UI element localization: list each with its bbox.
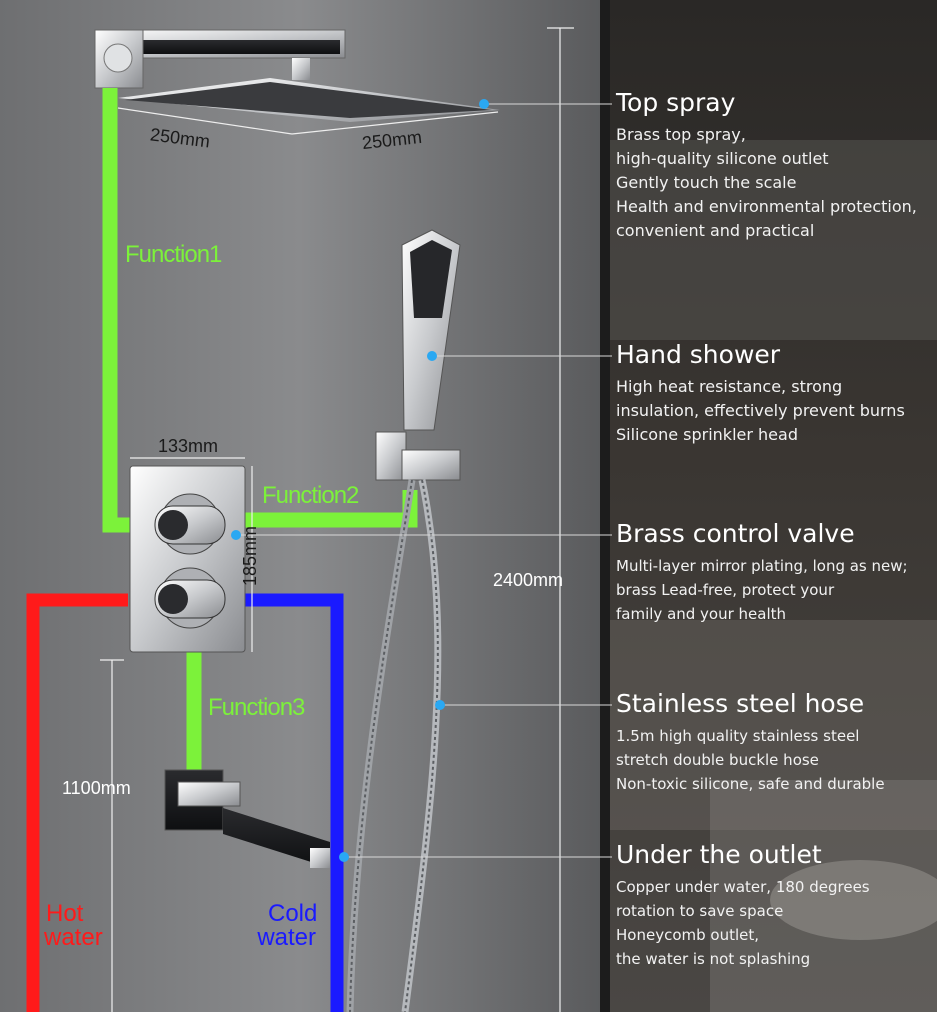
hot-water-pipe [26,593,128,1012]
feature-title: Stainless steel hose [616,689,865,718]
callout-dot-hand-shower [427,351,437,361]
callout-dot-control-valve [231,530,241,540]
callout-dot-top-spray [479,99,489,109]
hot-water-label: Hot water [44,900,103,951]
feature-top-spray: Top spray Brass top spray, high-quality … [616,88,917,243]
total-height: 2400mm [493,570,564,590]
spout-height: 1100mm [62,778,131,798]
cold-water-pipe [245,593,344,1012]
function1-pipe [102,88,130,533]
function3-label: Function3 [208,694,305,721]
hand-shower-holder [401,449,461,481]
feature-hose: Stainless steel hose 1.5m high quality s… [616,689,885,796]
feature-description: High heat resistance, strong insulation,… [616,377,905,444]
feature-hand-shower: Hand shower High heat resistance, strong… [616,340,905,447]
feature-title: Top spray [616,88,736,117]
function1-label: Function1 [125,241,222,268]
feature-title: Brass control valve [616,519,855,548]
callout-dot-hose [435,700,445,710]
valve-height: 185mm [240,525,260,586]
feature-description: Multi-layer mirror plating, long as new;… [616,557,908,623]
feature-description: Copper under water, 180 degrees rotation… [616,878,870,968]
valve-width: 133mm [158,436,219,456]
feature-title: Under the outlet [616,840,822,869]
feature-description: 1.5m high quality stainless steel stretc… [616,727,885,793]
tub-spout [223,808,330,868]
feature-description: Brass top spray, high-quality silicone o… [616,125,917,240]
cold-water-label: Cold water [257,900,318,951]
function2-label: Function2 [262,482,359,509]
callout-dot-outlet [339,852,349,862]
feature-control-valve: Brass control valve Multi-layer mirror p… [616,519,908,626]
feature-outlet: Under the outlet Copper under water, 180… [616,840,870,971]
feature-title: Hand shower [616,340,781,369]
